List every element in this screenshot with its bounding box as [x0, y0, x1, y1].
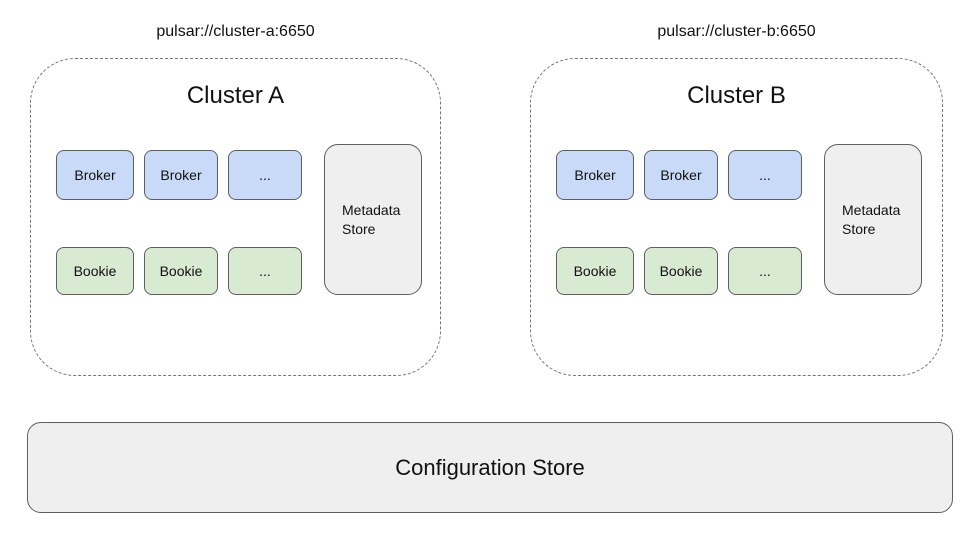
- metadata-store-node: Metadata Store: [824, 144, 922, 295]
- bookie-ellipsis-node: ...: [228, 247, 302, 295]
- bookie-node: Bookie: [556, 247, 634, 295]
- broker-ellipsis-node: ...: [228, 150, 302, 200]
- broker-node: Broker: [56, 150, 134, 200]
- cluster-a-title: Cluster A: [186, 82, 285, 109]
- broker-node: Broker: [556, 150, 634, 200]
- broker-node: Broker: [144, 150, 218, 200]
- cluster-b-container: Cluster B Broker Broker ... Bookie Booki…: [530, 58, 943, 376]
- bookie-node: Bookie: [144, 247, 218, 295]
- bookie-ellipsis-node: ...: [728, 247, 802, 295]
- bookie-node: Bookie: [56, 247, 134, 295]
- cluster-b-url-label: pulsar://cluster-b:6650: [657, 23, 816, 40]
- bookie-node: Bookie: [644, 247, 718, 295]
- cluster-a-container: Cluster A Broker Broker ... Bookie Booki…: [30, 58, 441, 376]
- broker-node: Broker: [644, 150, 718, 200]
- cluster-a-url-label: pulsar://cluster-a:6650: [156, 23, 315, 40]
- metadata-store-node: Metadata Store: [324, 144, 422, 295]
- cluster-b-title: Cluster B: [687, 82, 786, 109]
- broker-ellipsis-node: ...: [728, 150, 802, 200]
- configuration-store-node: Configuration Store: [27, 422, 953, 513]
